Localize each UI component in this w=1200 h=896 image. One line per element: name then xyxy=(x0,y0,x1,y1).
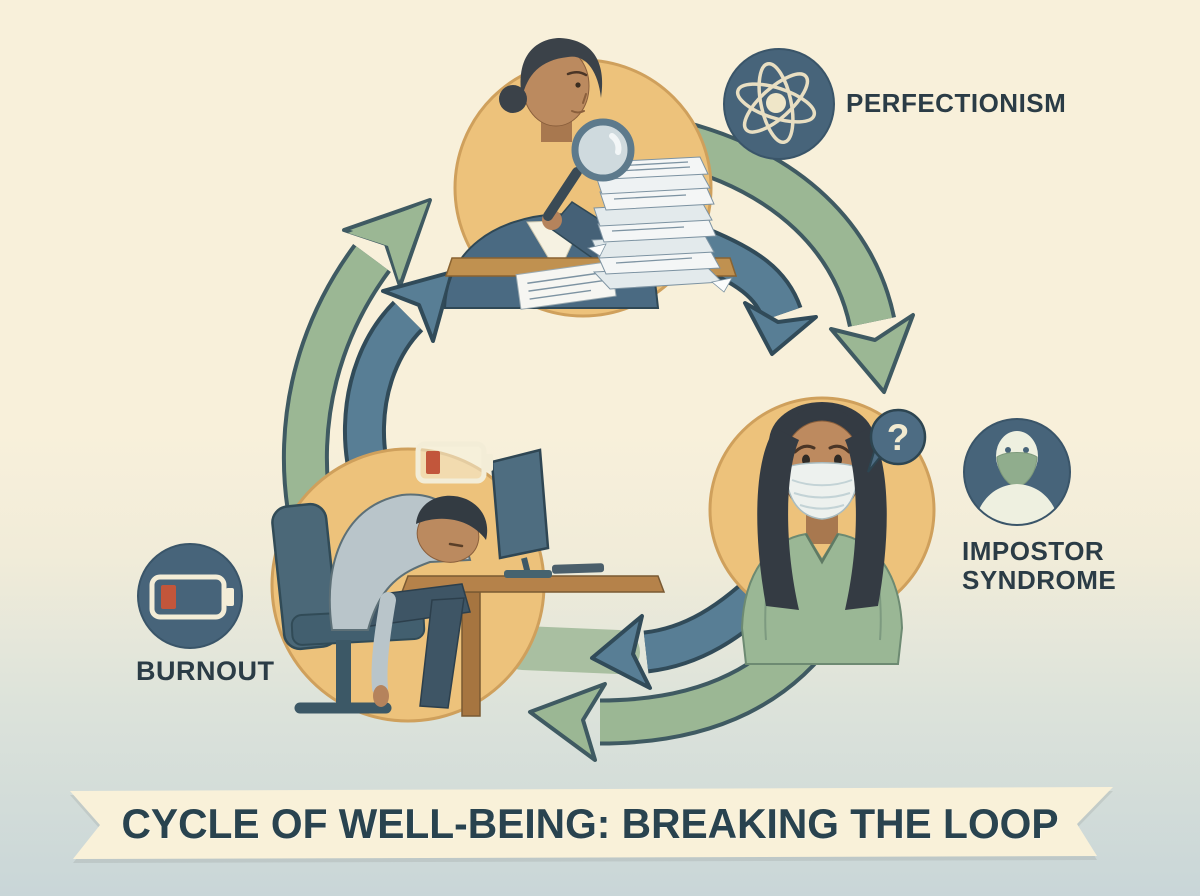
impostor-syndrome-label: IMPOSTOR SYNDROME xyxy=(962,536,1117,596)
masked-face-icon xyxy=(973,431,1061,524)
title-ribbon xyxy=(70,787,1113,863)
perfectionism-scene xyxy=(443,38,738,318)
computer-monitor xyxy=(490,448,605,578)
keyboard xyxy=(551,563,605,574)
impostor-badge xyxy=(963,418,1071,526)
diagram-title: CYCLE OF WELL-BEING: BREAKING THE LOOP xyxy=(121,800,1059,847)
perfectionism-badge xyxy=(723,48,835,160)
burnout-badge xyxy=(137,543,243,649)
perfectionism-label: PERFECTIONISM xyxy=(846,88,1067,118)
face-mask xyxy=(785,462,859,520)
desk xyxy=(400,575,666,717)
burnout-label: BURNOUT xyxy=(136,656,275,686)
question-mark: ? xyxy=(887,417,910,458)
question-mark-bubble: ? xyxy=(867,408,927,473)
impostor-syndrome-scene: ? xyxy=(708,396,936,665)
office-chair xyxy=(271,502,426,714)
atom-icon xyxy=(735,61,817,145)
low-battery-icon xyxy=(149,574,234,620)
impostor-label-line2: SYNDROME xyxy=(962,565,1117,596)
impostor-label-line1: IMPOSTOR xyxy=(962,536,1105,566)
magnifying-glass-icon xyxy=(543,118,635,221)
burnout-scene xyxy=(270,441,666,723)
slumped-man xyxy=(328,493,488,709)
masked-woman xyxy=(740,402,904,665)
arrow-perfectionism-to-impostor-green xyxy=(669,119,915,394)
low-battery-indicator xyxy=(415,441,493,484)
